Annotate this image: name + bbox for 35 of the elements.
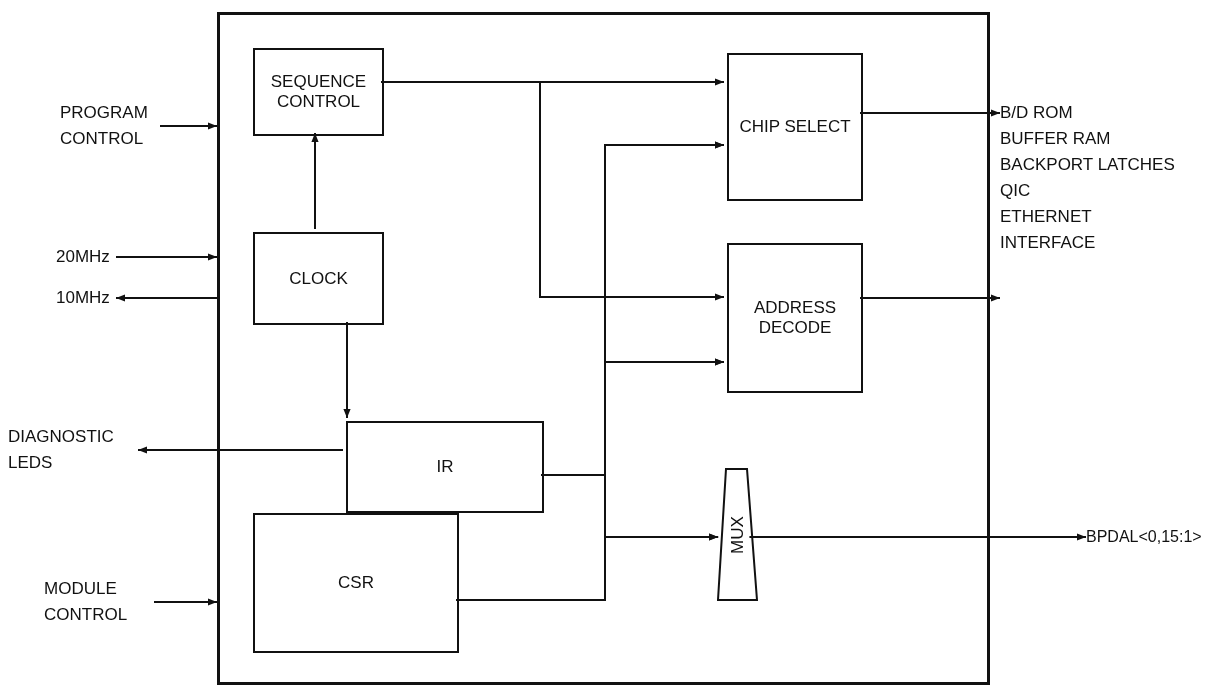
signal-label: BACKPORT LATCHES: [1000, 154, 1175, 176]
block-label: CLOCK: [288, 268, 349, 289]
signal-label: 10MHz: [56, 287, 110, 309]
signal-label: B/D ROM: [1000, 102, 1073, 124]
block-label: CSR: [337, 573, 375, 593]
block-box: [253, 513, 459, 653]
arrow: [153, 598, 218, 606]
block-box: [346, 421, 544, 513]
arrow: [859, 294, 1001, 302]
block-box: [727, 243, 863, 393]
signal-label: ETHERNET INTERFACE: [1000, 206, 1097, 254]
arrow: [115, 294, 218, 302]
signal-label: BUFFER RAM: [1000, 128, 1111, 150]
block-label: CHIP SELECT: [738, 117, 852, 137]
block-box: [727, 53, 863, 201]
signal-label: BPDAL<0,15:1>: [1086, 527, 1202, 547]
arrow: [859, 109, 1001, 117]
arrow: [137, 446, 344, 454]
arrow: [115, 253, 218, 261]
block-label: ADDRESS DECODE: [752, 298, 838, 338]
module-box: [217, 12, 990, 685]
signal-label: MODULE CONTROL: [44, 578, 129, 626]
signal-label: QIC: [1000, 180, 1031, 202]
arrow: [311, 132, 319, 230]
block-label: SEQUENCE CONTROL: [269, 72, 368, 112]
arrow: [748, 533, 1087, 541]
arrow: [343, 321, 351, 419]
block-box: [253, 48, 384, 136]
block-box: [253, 232, 384, 325]
signal-label: DIAGNOSTIC LEDS: [8, 426, 115, 474]
arrow: [159, 122, 218, 130]
block-label: IR: [435, 457, 455, 477]
block-label: MUX: [727, 515, 748, 554]
signal-label: PROGRAM CONTROL: [60, 102, 149, 150]
signal-label: 20MHz: [56, 246, 110, 268]
